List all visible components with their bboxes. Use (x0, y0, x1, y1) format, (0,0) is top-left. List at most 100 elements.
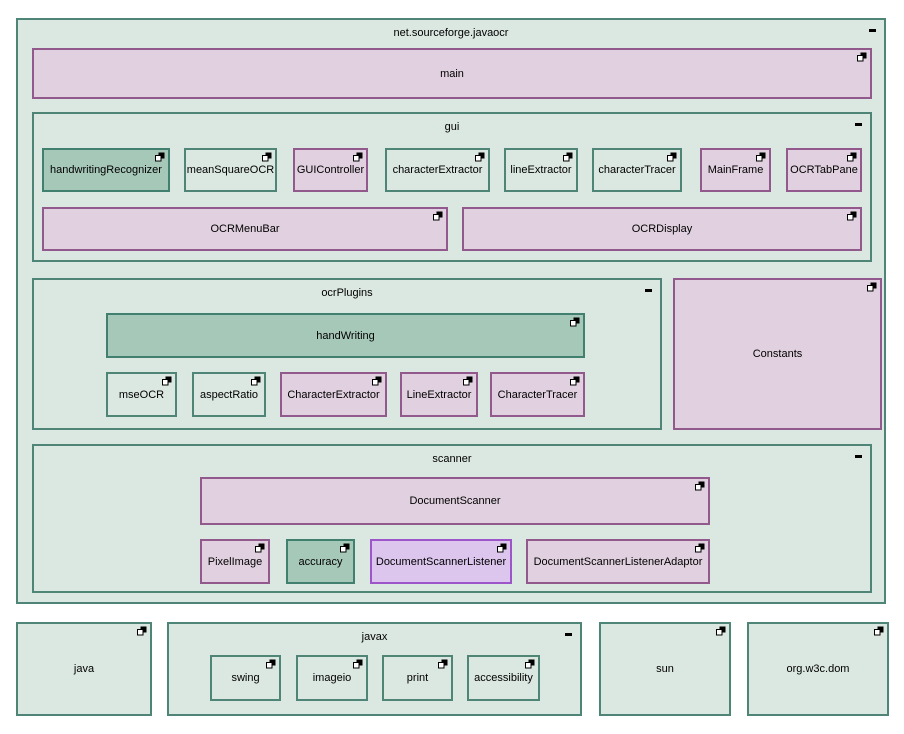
package-label: characterTracer (598, 164, 676, 176)
expand-icon[interactable] (847, 152, 857, 162)
expand-icon[interactable] (563, 152, 573, 162)
package-box-Constants[interactable]: Constants (673, 278, 882, 430)
package-label: lineExtractor (510, 164, 572, 176)
package-label: accessibility (474, 672, 533, 684)
package-label: imageio (312, 672, 352, 684)
container-title: ocrPlugins (321, 287, 373, 299)
package-box-DocumentScannerListenerAdaptor[interactable]: DocumentScannerListenerAdaptor (526, 539, 710, 584)
collapse-icon[interactable] (645, 289, 652, 292)
package-box-characterTracer[interactable]: characterTracer (592, 148, 682, 192)
package-box-PixelImage[interactable]: PixelImage (200, 539, 270, 584)
package-container-javax[interactable]: javax swing imageio print accessibility (167, 622, 582, 716)
collapse-icon[interactable] (855, 455, 862, 458)
package-label: PixelImage (207, 555, 263, 568)
expand-icon[interactable] (867, 282, 877, 292)
expand-icon[interactable] (433, 211, 443, 221)
package-label: Constants (752, 348, 803, 360)
package-label: java (73, 663, 95, 675)
package-label: MainFrame (707, 164, 764, 176)
expand-icon[interactable] (162, 376, 172, 386)
expand-icon[interactable] (463, 376, 473, 386)
package-box-DocumentScanner[interactable]: DocumentScanner (200, 477, 710, 525)
expand-icon[interactable] (667, 152, 677, 162)
collapse-icon[interactable] (855, 123, 862, 126)
package-box-main[interactable]: main (32, 48, 872, 99)
package-label: print (406, 672, 429, 684)
expand-icon[interactable] (695, 481, 705, 491)
package-box-CharacterExtractor[interactable]: CharacterExtractor (280, 372, 387, 417)
package-box-LineExtractor[interactable]: LineExtractor (400, 372, 478, 417)
package-box-characterExtractor[interactable]: characterExtractor (385, 148, 490, 192)
package-label: org.w3c.dom (786, 663, 850, 675)
package-label: swing (231, 672, 260, 684)
package-label: DocumentScannerListener (375, 555, 507, 568)
package-box-handWriting[interactable]: handWriting (106, 313, 585, 358)
expand-icon[interactable] (857, 52, 867, 62)
package-label: GUIController (296, 164, 365, 176)
container-title: gui (444, 121, 460, 133)
package-label: DocumentScanner (409, 495, 501, 507)
package-box-imageio[interactable]: imageio (296, 655, 368, 701)
expand-icon[interactable] (570, 376, 580, 386)
expand-icon[interactable] (475, 152, 485, 162)
expand-icon[interactable] (353, 152, 363, 162)
expand-icon[interactable] (716, 626, 726, 636)
package-container-gui[interactable]: gui handwritingRecognizer meanSquareOCR … (32, 112, 872, 262)
package-label: OCRDisplay (631, 223, 693, 235)
expand-icon[interactable] (353, 659, 363, 669)
package-container-scanner[interactable]: scanner DocumentScanner PixelImage accur… (32, 444, 872, 593)
package-box-aspectRatio[interactable]: aspectRatio (192, 372, 266, 417)
package-label: characterExtractor (392, 164, 483, 176)
package-box-handwritingRecognizer[interactable]: handwritingRecognizer (42, 148, 170, 192)
expand-icon[interactable] (695, 543, 705, 553)
package-box-print[interactable]: print (382, 655, 453, 701)
package-label: OCRMenuBar (210, 223, 280, 235)
package-box-CharacterTracer[interactable]: CharacterTracer (490, 372, 585, 417)
expand-icon[interactable] (372, 376, 382, 386)
expand-icon[interactable] (251, 376, 261, 386)
package-label: CharacterExtractor (287, 388, 380, 401)
expand-icon[interactable] (262, 152, 272, 162)
package-box-org-w3c-dom[interactable]: org.w3c.dom (747, 622, 889, 716)
package-label: main (440, 67, 464, 80)
package-label: OCRTabPane (790, 164, 858, 176)
package-box-OCRMenuBar[interactable]: OCRMenuBar (42, 207, 448, 251)
expand-icon[interactable] (137, 626, 147, 636)
package-box-OCRDisplay[interactable]: OCRDisplay (462, 207, 862, 251)
expand-icon[interactable] (570, 317, 580, 327)
expand-icon[interactable] (756, 152, 766, 162)
package-container-net-sourceforge-javaocr[interactable]: net.sourceforge.javaocr main gui handwri… (16, 18, 886, 604)
collapse-icon[interactable] (565, 633, 572, 636)
container-title: javax (361, 631, 388, 643)
package-label: sun (656, 663, 674, 675)
package-box-java[interactable]: java (16, 622, 152, 716)
expand-icon[interactable] (155, 152, 165, 162)
expand-icon[interactable] (340, 543, 350, 553)
container-title: net.sourceforge.javaocr (393, 27, 509, 39)
package-box-accessibility[interactable]: accessibility (467, 655, 540, 701)
package-box-OCRTabPane[interactable]: OCRTabPane (786, 148, 862, 192)
collapse-icon[interactable] (869, 29, 876, 32)
package-label: LineExtractor (406, 388, 472, 401)
package-label: mseOCR (118, 388, 165, 401)
package-box-lineExtractor[interactable]: lineExtractor (504, 148, 578, 192)
package-box-DocumentScannerListener[interactable]: DocumentScannerListener (370, 539, 512, 584)
package-label: aspectRatio (199, 388, 259, 401)
package-box-swing[interactable]: swing (210, 655, 281, 701)
package-box-mseOCR[interactable]: mseOCR (106, 372, 177, 417)
container-title: scanner (432, 453, 472, 465)
expand-icon[interactable] (497, 543, 507, 553)
package-box-meanSquareOCR[interactable]: meanSquareOCR (184, 148, 277, 192)
package-box-accuracy[interactable]: accuracy (286, 539, 355, 584)
expand-icon[interactable] (525, 659, 535, 669)
expand-icon[interactable] (874, 626, 884, 636)
expand-icon[interactable] (266, 659, 276, 669)
package-box-MainFrame[interactable]: MainFrame (700, 148, 771, 192)
package-container-ocrPlugins[interactable]: ocrPlugins handWriting mseOCR aspectRati… (32, 278, 662, 430)
package-box-GUIController[interactable]: GUIController (293, 148, 368, 192)
expand-icon[interactable] (847, 211, 857, 221)
package-box-sun[interactable]: sun (599, 622, 731, 716)
expand-icon[interactable] (255, 543, 265, 553)
expand-icon[interactable] (438, 659, 448, 669)
